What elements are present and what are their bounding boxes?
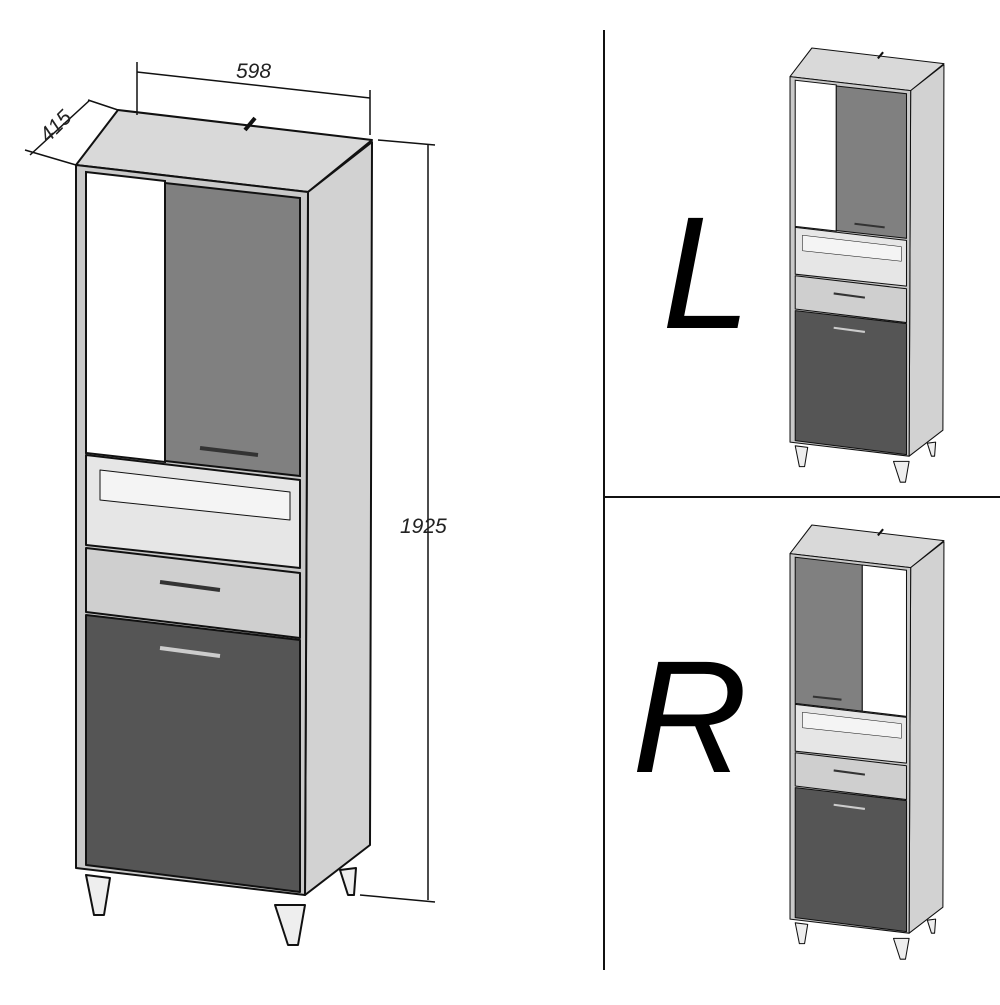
width-dimension [136, 62, 371, 135]
depth-label: 415 [35, 106, 76, 147]
depth-dimension [24, 99, 119, 166]
right-variant-cabinet [788, 523, 945, 961]
left-variant-cabinet [788, 46, 945, 484]
width-label: 598 [236, 60, 271, 83]
left-variant-label: L [662, 183, 751, 362]
height-label: 1925 [400, 515, 447, 538]
main-cabinet [74, 108, 374, 947]
right-variant-label: R [632, 627, 748, 806]
panel-dividers [603, 30, 1000, 970]
height-dimension [359, 139, 436, 903]
